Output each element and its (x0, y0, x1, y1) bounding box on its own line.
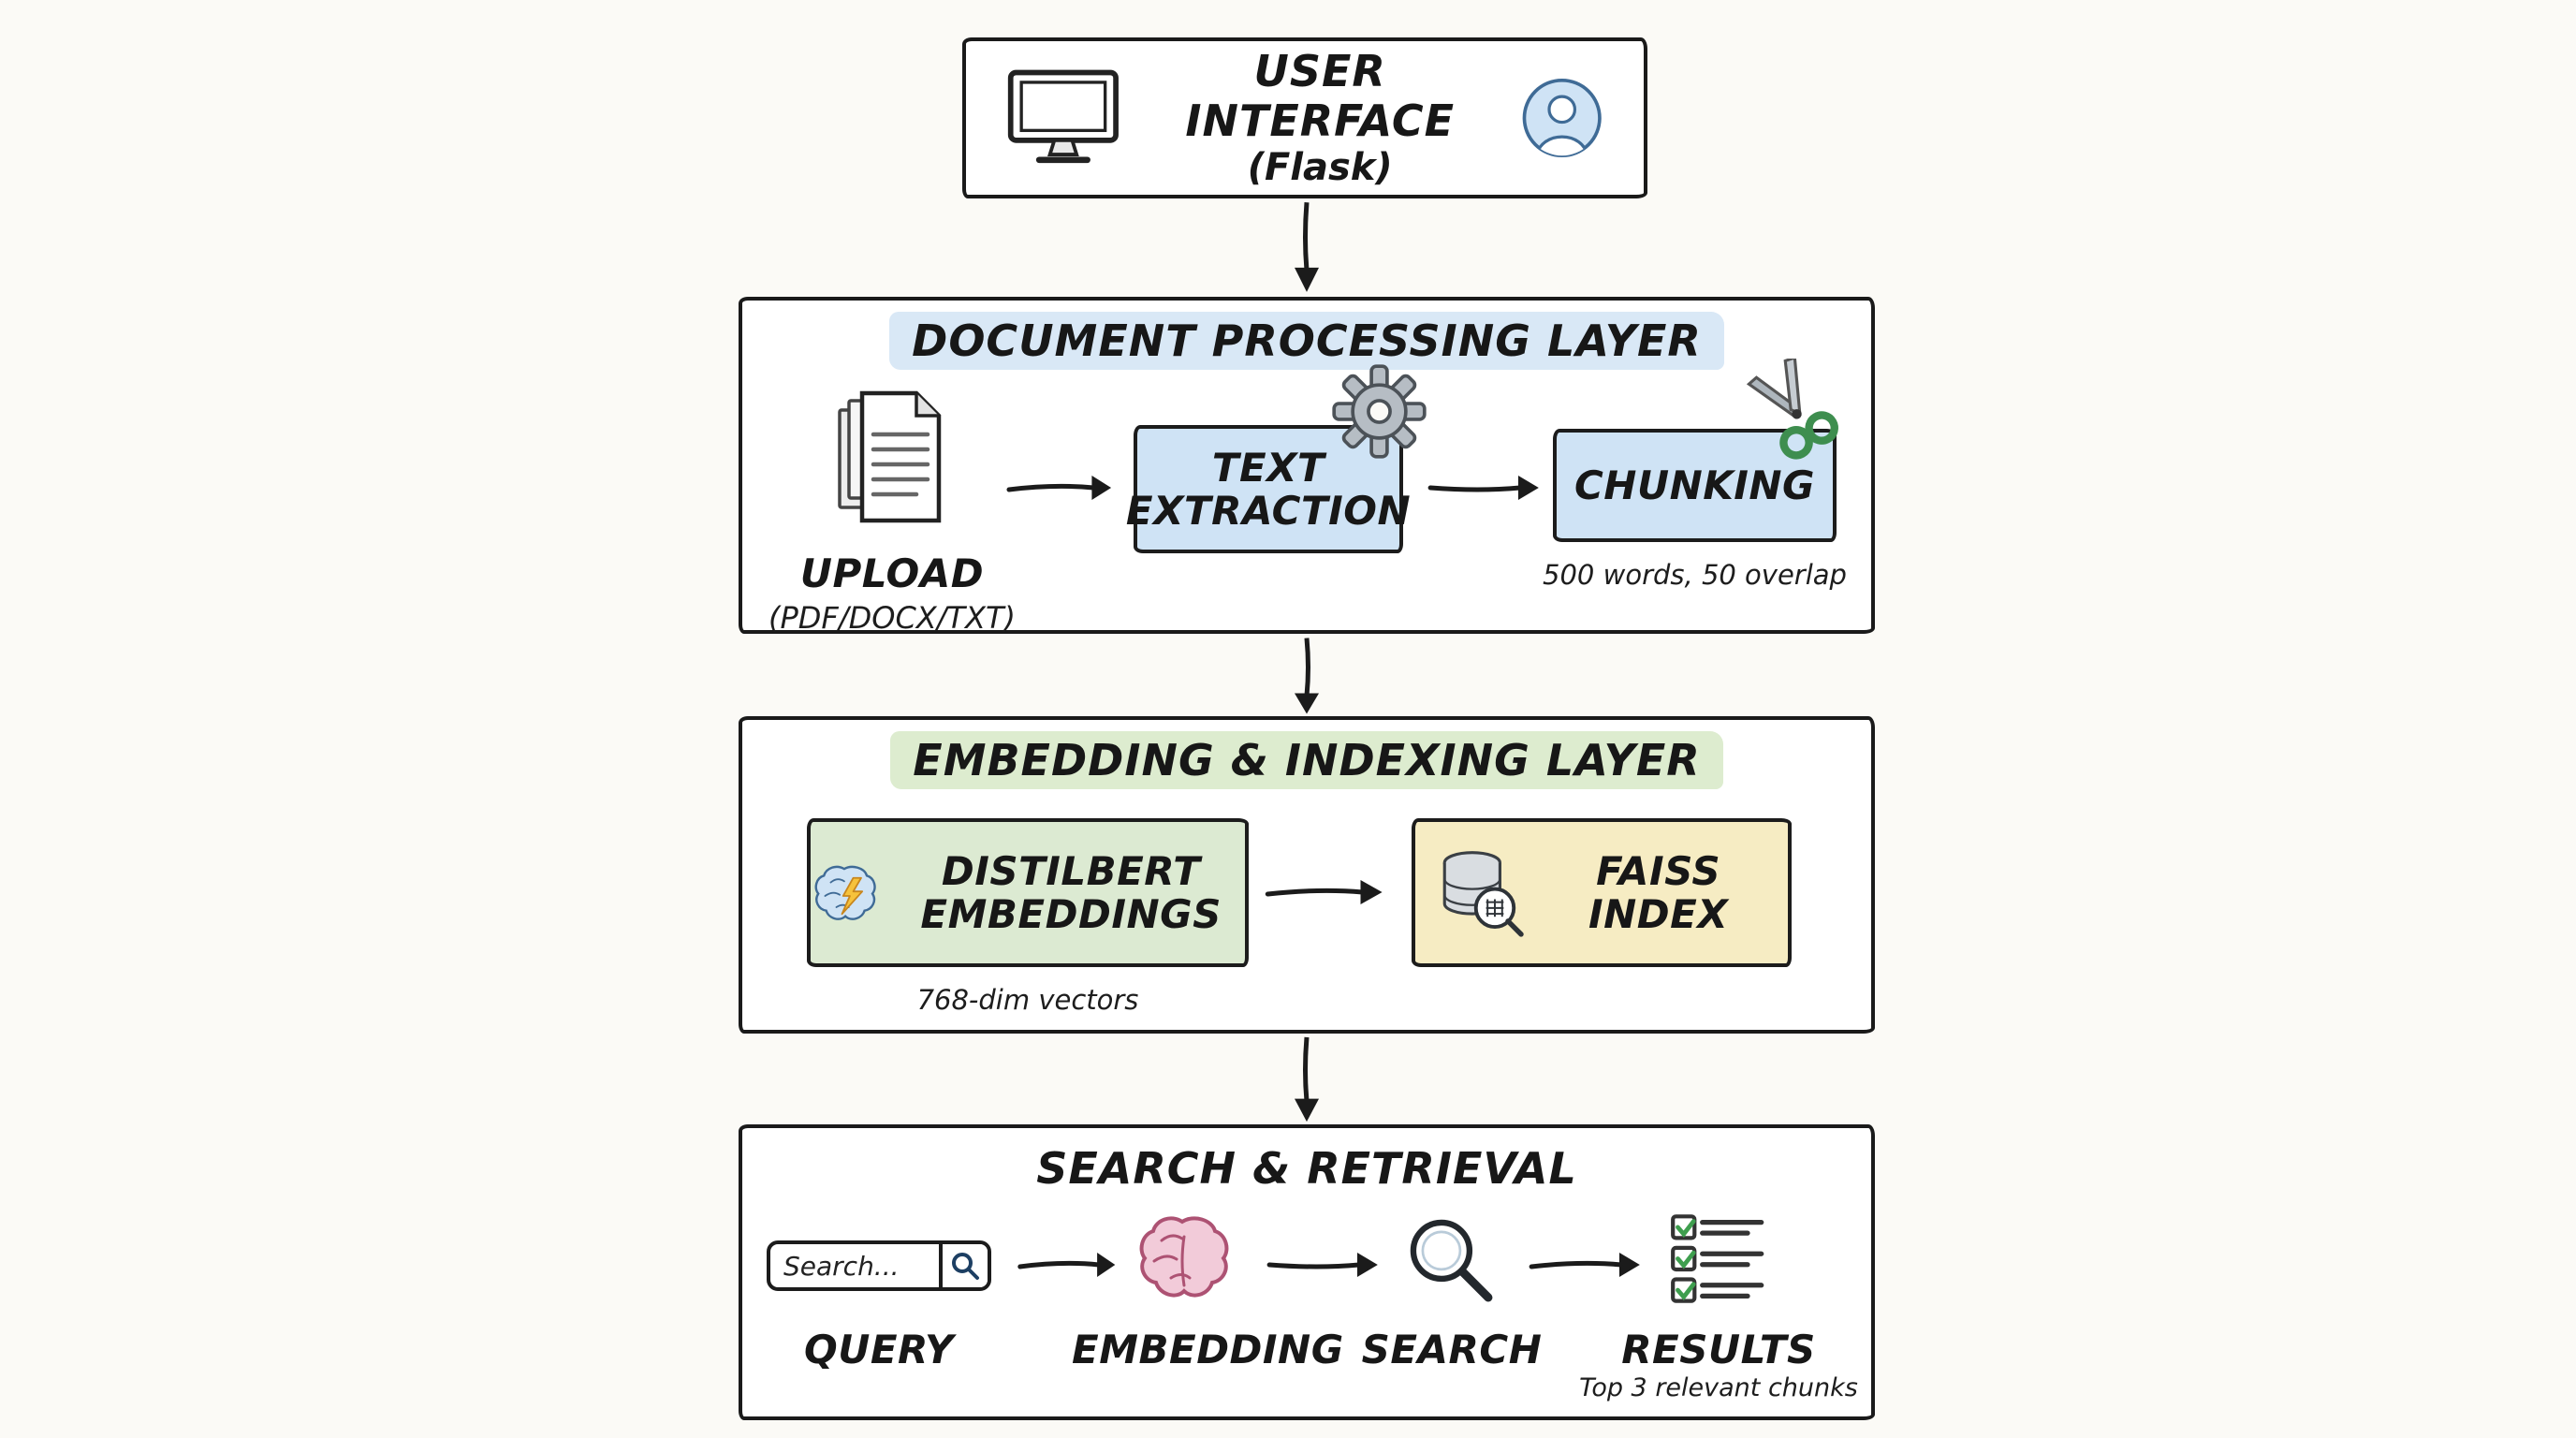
results-step-label: RESULTS (1621, 1327, 1816, 1372)
results-note: Top 3 relevant chunks (1579, 1373, 1858, 1402)
upload-label: UPLOAD (799, 550, 985, 596)
ui-title-text: USER INTERFACE (1185, 46, 1456, 146)
search-retrieval-title-text: SEARCH & RETRIEVAL (1036, 1143, 1577, 1194)
flow-arrow-search-to-results (1529, 1253, 1640, 1277)
monitor-icon (1007, 69, 1119, 163)
query-label: QUERY (804, 1327, 954, 1372)
flow-arrow-upload-to-extraction (1006, 476, 1112, 500)
search-input-magnifier-icon (952, 1253, 979, 1280)
document-processing-title: DOCUMENT PROCESSING LAYER (742, 312, 1871, 370)
results-checklist-icon (1671, 1214, 1764, 1303)
ui-subtitle-text: (Flask) (1247, 145, 1393, 189)
scissors-icon (1746, 359, 1838, 460)
user-avatar-icon (1522, 78, 1602, 158)
upload-group: UPLOAD (PDF/DOCX/TXT) (756, 389, 1028, 636)
flow-arrow-query-to-embedding (1017, 1253, 1116, 1277)
embedding-indexing-title-text: EMBEDDING & INDEXING LAYER (890, 731, 1723, 789)
search-magnifier-icon (1410, 1219, 1493, 1302)
search-input-button (939, 1244, 988, 1287)
document-processing-title-text: DOCUMENT PROCESSING LAYER (889, 312, 1724, 370)
chunking-node: CHUNKING (1553, 429, 1837, 542)
search-input-text: Search... (783, 1250, 900, 1282)
search-retrieval-title: SEARCH & RETRIEVAL (742, 1143, 1871, 1194)
ui-layer-box: USER INTERFACE (Flask) (962, 37, 1647, 198)
embedding-indexing-title: EMBEDDING & INDEXING LAYER (742, 731, 1871, 789)
text-extraction-label: TEXT EXTRACTION (1125, 445, 1412, 534)
documents-icon (837, 390, 941, 523)
search-step-label: SEARCH (1361, 1327, 1543, 1372)
chunking-label: CHUNKING (1573, 462, 1816, 508)
upload-formats-label: (PDF/DOCX/TXT) (768, 600, 1016, 636)
embedding-indexing-layer: EMBEDDING & INDEXING LAYER DISTILBERT EM… (739, 716, 1875, 1034)
database-search-icon (1442, 851, 1524, 937)
flow-arrow-embeddings-to-faiss (1265, 880, 1383, 904)
search-retrieval-layer: SEARCH & RETRIEVAL Search... QUERY (739, 1124, 1875, 1420)
text-extraction-node: TEXT EXTRACTION (1126, 425, 1411, 553)
flow-arrow-down-2 (1295, 638, 1319, 714)
flow-arrow-down-1 (1295, 201, 1319, 292)
faiss-label: FAISS INDEX (1588, 848, 1729, 937)
query-search-input: Search... (767, 1240, 991, 1291)
flow-arrow-extraction-to-chunking (1427, 476, 1539, 500)
faiss-node: FAISS INDEX (1412, 818, 1792, 967)
chunking-note: 500 words, 50 overlap (1543, 559, 1847, 591)
distilbert-note: 768-dim vectors (916, 984, 1139, 1016)
flow-arrow-embedding-to-search (1266, 1253, 1378, 1277)
embedding-step-label: EMBEDDING (1072, 1327, 1344, 1372)
document-processing-layer: DOCUMENT PROCESSING LAYER UPLOAD (PDF/DO… (739, 297, 1875, 636)
flow-arrow-down-3 (1295, 1036, 1319, 1123)
distilbert-node: DISTILBERT EMBEDDINGS (807, 818, 1249, 967)
ui-layer-title: USER INTERFACE (Flask) (1121, 47, 1519, 189)
gear-icon (1332, 364, 1427, 459)
embedding-brain-icon (1139, 1216, 1229, 1298)
distilbert-label: DISTILBERT EMBEDDINGS (920, 848, 1222, 937)
brain-bolt-icon (814, 865, 876, 920)
